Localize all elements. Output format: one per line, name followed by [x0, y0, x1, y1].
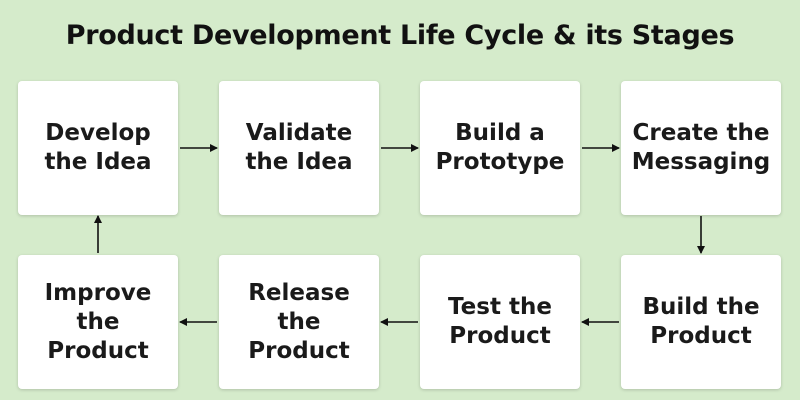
stage-improve-the-product: Improve the Product [18, 255, 178, 389]
stage-label: Develop the Idea [44, 120, 152, 175]
stage-release-the-product: Release the Product [219, 255, 379, 389]
stage-validate-the-idea: Validate the Idea [219, 81, 379, 215]
diagram-title: Product Development Life Cycle & its Sta… [65, 20, 735, 51]
stage-develop-the-idea: Develop the Idea [18, 81, 178, 215]
stage-label: Validate the Idea [245, 120, 353, 175]
stage-build-the-product: Build the Product [621, 255, 781, 389]
stage-label: Improve the Product [44, 279, 152, 364]
stage-label: Create the Messaging [631, 120, 771, 175]
stage-create-the-messaging: Create the Messaging [621, 81, 781, 215]
stage-test-the-product: Test the Product [420, 255, 580, 389]
stage-build-a-prototype: Build a Prototype [420, 81, 580, 215]
stage-label: Build a Prototype [435, 120, 565, 175]
stage-label: Release the Product [248, 279, 350, 364]
stage-label: Build the Product [642, 294, 760, 349]
stage-label: Test the Product [448, 294, 552, 349]
